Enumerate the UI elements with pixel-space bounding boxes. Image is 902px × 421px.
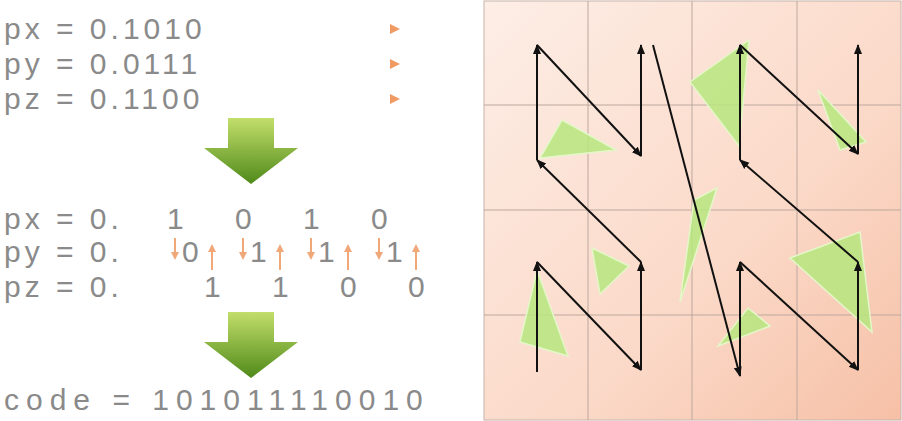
coordinate-prefix: py = 0.: [4, 237, 123, 267]
grid-panel: [484, 1, 901, 420]
grid-lines: [484, 1, 901, 420]
bit-digit: 1: [204, 272, 221, 302]
bit-digit: 1: [303, 204, 320, 234]
orange-arrow: [240, 63, 398, 66]
triangles: [520, 40, 872, 356]
coordinate-prefix: pz = 0.: [4, 272, 123, 302]
bit-digit: 0: [340, 272, 357, 302]
bit-digit: 0: [408, 272, 425, 302]
bit-digit: 0: [371, 204, 388, 234]
interleave-arrows: [175, 238, 416, 270]
bit-digit: 1: [272, 272, 289, 302]
orange-arrow: [240, 98, 398, 101]
bit-digit: 1: [167, 204, 184, 234]
coordinate-value: py = 0.0111: [4, 49, 201, 79]
down-arrow: [204, 312, 298, 378]
coordinate-value: px = 0.1010: [4, 14, 206, 44]
bit-digit: 1: [250, 237, 267, 267]
z-order-curve: [537, 45, 858, 376]
bit-digit: 1: [318, 237, 335, 267]
coordinate-value: pz = 0.1100: [4, 84, 203, 114]
down-arrow: [204, 118, 298, 184]
morton-code: code = 101011110010: [4, 385, 430, 415]
bit-digit: 0: [235, 204, 252, 234]
coordinate-prefix: px = 0.: [4, 204, 123, 234]
bit-digit: 1: [386, 237, 403, 267]
bit-digit: 0: [182, 237, 199, 267]
orange-arrow: [240, 28, 398, 31]
